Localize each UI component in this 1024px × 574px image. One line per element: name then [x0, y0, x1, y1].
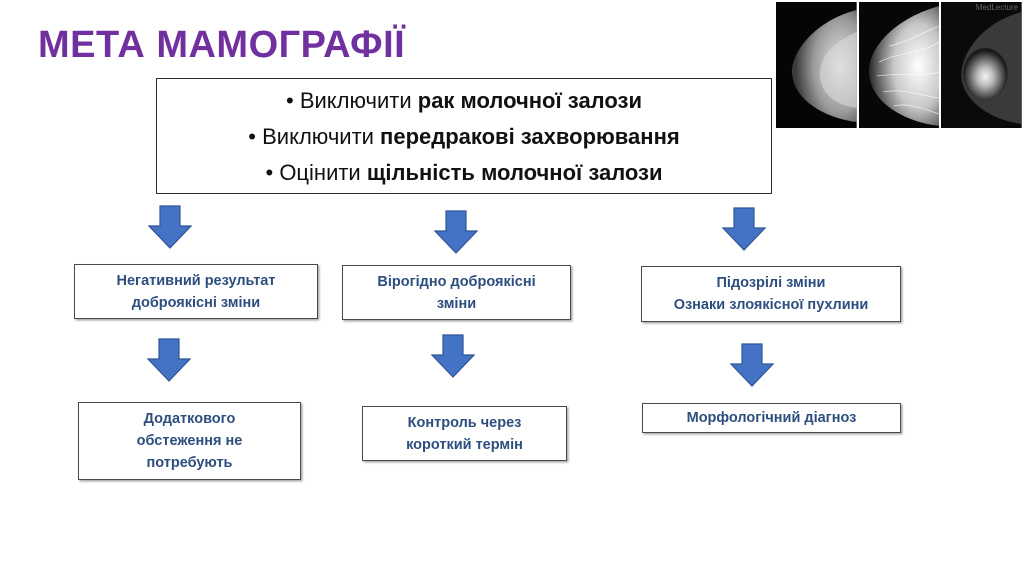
- page-title: МЕТА МАМОГРАФІЇ: [38, 24, 406, 66]
- mammogram-image-2: [858, 2, 940, 128]
- down-arrow-icon: [722, 207, 766, 251]
- watermark-text: MedLecture: [975, 3, 1019, 12]
- mammogram-image-1: [776, 2, 857, 128]
- goal-item: • Виключити передракові захворювання: [248, 124, 680, 149]
- down-arrow-icon: [148, 205, 192, 249]
- mammogram-images: MedLecture: [776, 2, 1023, 128]
- down-arrow-icon: [147, 338, 191, 382]
- goal-item: • Оцінити щільність молочної залози: [265, 160, 663, 185]
- down-arrow-icon: [730, 343, 774, 387]
- down-arrow-icon: [431, 334, 475, 378]
- down-arrow-icon: [434, 210, 478, 254]
- mammogram-image-3: MedLecture: [941, 2, 1023, 128]
- goal-item: • Виключити рак молочної залози: [286, 88, 642, 113]
- action-box-morphological-diagnosis: Морфологічний діагноз: [642, 403, 901, 433]
- goals-box: • Виключити рак молочної залози • Виключ…: [156, 78, 772, 194]
